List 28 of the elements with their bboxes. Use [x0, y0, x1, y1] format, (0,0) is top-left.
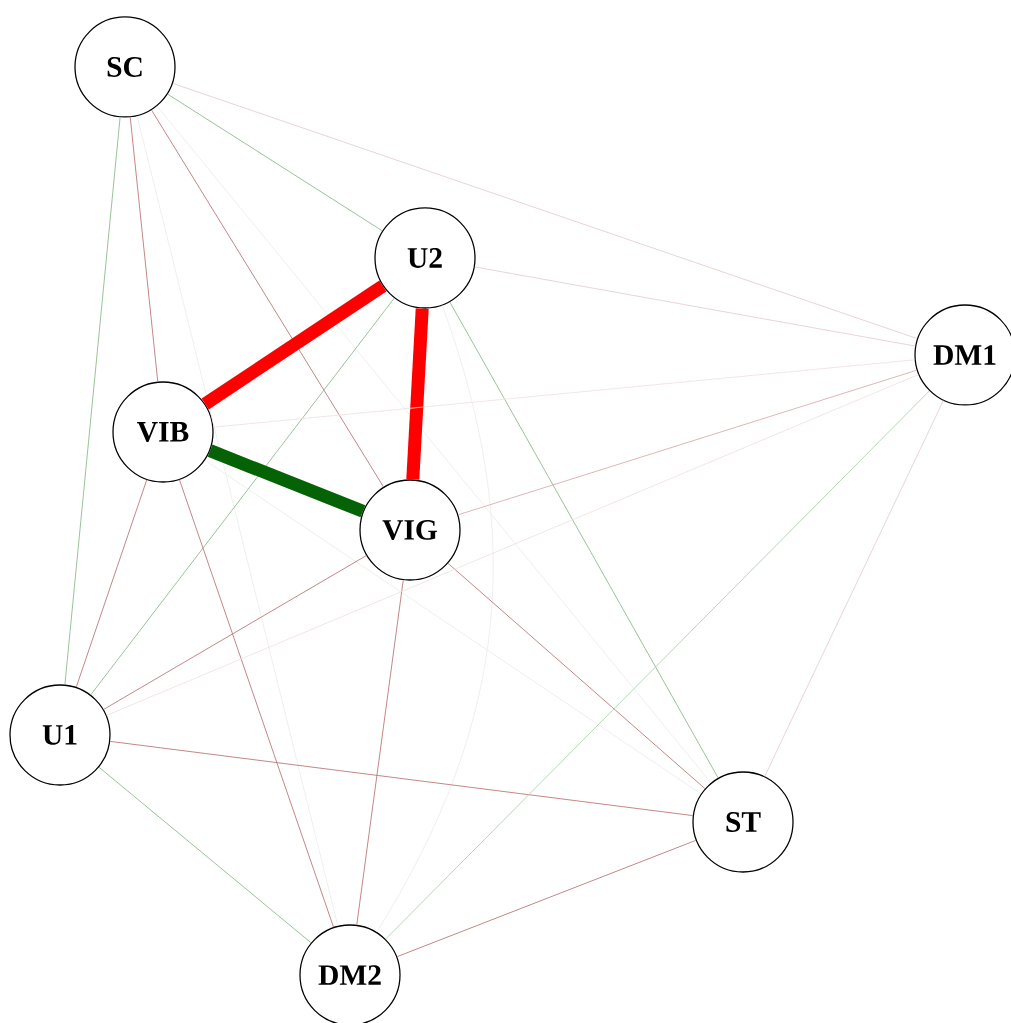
- edge-line: [396, 839, 697, 958]
- edge-line: [447, 562, 706, 790]
- edge-line: [106, 374, 919, 716]
- edge-line: [64, 116, 121, 685]
- edge-line: [103, 555, 367, 710]
- edge-line: [204, 459, 702, 795]
- edge-line: [764, 400, 944, 777]
- edge-line: [109, 740, 694, 816]
- edge-line: [385, 390, 930, 940]
- edge-line: [156, 105, 712, 784]
- edge-line: [207, 444, 366, 518]
- edge-line: [90, 297, 395, 696]
- edge-line: [376, 305, 494, 933]
- edge-line: [179, 479, 334, 928]
- edge-line: [457, 369, 918, 516]
- edge-line: [75, 479, 148, 688]
- edge-line: [474, 266, 916, 347]
- edge-line: [406, 308, 429, 480]
- edge-line: [213, 359, 916, 428]
- edge-line: [449, 301, 719, 779]
- edge-line: [172, 83, 918, 339]
- edge-line: [167, 93, 383, 232]
- edge-line: [201, 280, 387, 410]
- edge-line: [129, 116, 159, 383]
- edge-line: [151, 109, 384, 488]
- edge-line: [356, 579, 404, 926]
- edge-line: [136, 115, 339, 927]
- edge-line: [98, 766, 312, 944]
